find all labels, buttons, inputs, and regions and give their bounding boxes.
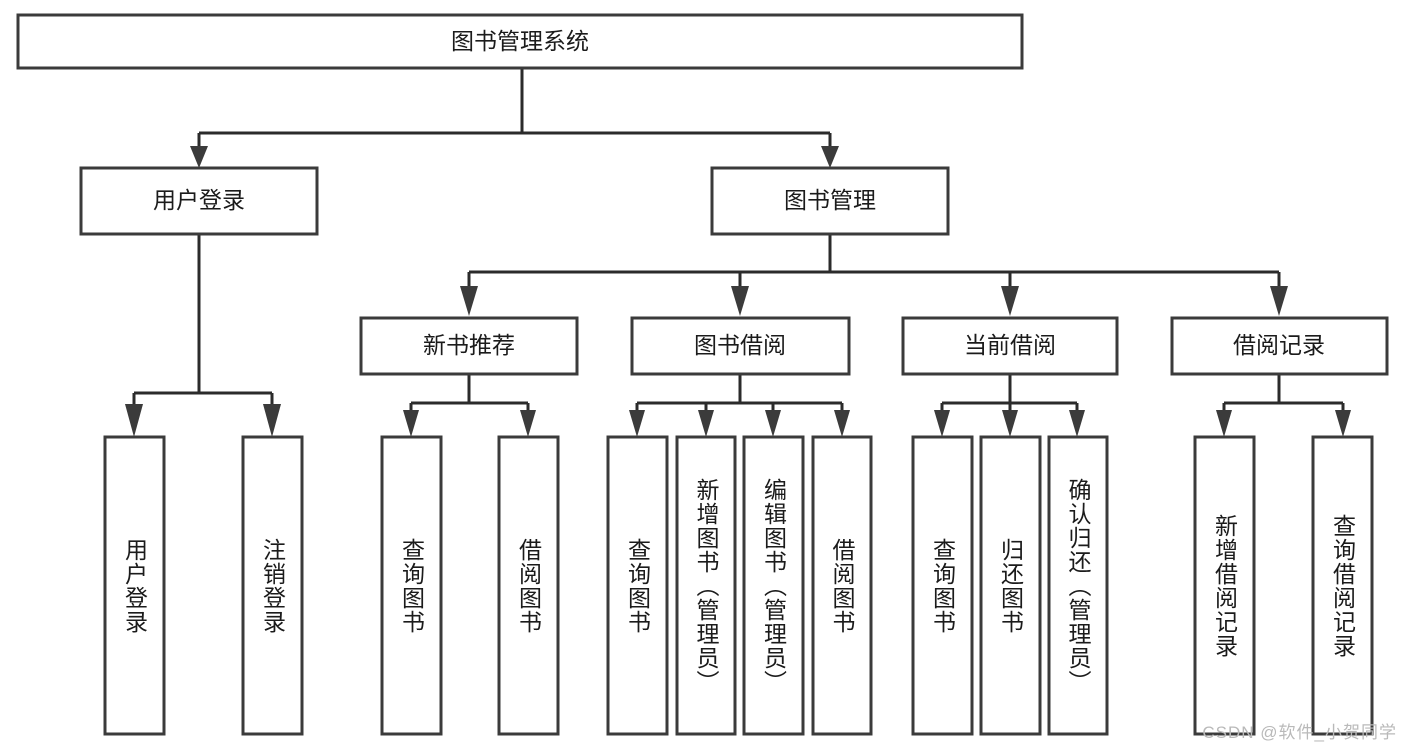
csdn-watermark: CSDN @软件_小贺同学 <box>1202 723 1397 742</box>
leaf-new-book-1-fo: 查询图书 <box>398 537 425 634</box>
arrow-leaf-user-login-2 <box>263 404 281 437</box>
arrow-leaf-new-book-2 <box>520 410 536 437</box>
leaf-user-login-2-label: 注销登录 <box>259 537 286 634</box>
arrow-leaf-borrow-record-1 <box>1216 410 1232 437</box>
leaf-current-borrow-3-label: 确认归还（管理员） <box>1065 477 1091 694</box>
leaf-user-login-2-box[interactable] <box>241 435 304 736</box>
arrow-leaf-current-borrow-1 <box>934 410 950 437</box>
leaf-user-login-1-box[interactable] <box>103 435 166 736</box>
leaf-layer: 用户登录 注销登录 查询图书 借阅图书 查询图书 新增图书（管理员） <box>103 435 1374 736</box>
node-layer: 图书管理系统 用户登录 图书管理 新书推荐 图书借阅 当前借阅 借阅记录 <box>16 13 1389 376</box>
leaf-user-login-2-fo: 注销登录 <box>259 537 286 634</box>
node-new-book-label: 新书推荐 <box>423 332 515 358</box>
arrow-to-current-borrow <box>1001 286 1019 316</box>
leaf-book-borrow-3-fo: 编辑图书（管理员） <box>760 477 787 694</box>
node-current-borrow-box[interactable] <box>901 316 1119 376</box>
node-book-manage-box[interactable] <box>710 166 950 236</box>
node-user-login-label: 用户登录 <box>153 187 245 213</box>
leaf-user-login-1-fo: 用户登录 <box>121 537 148 634</box>
leaf-current-borrow-1-fo: 查询图书 <box>929 537 956 634</box>
arrow-to-book-borrow <box>731 286 749 316</box>
arrow-leaf-book-borrow-1 <box>629 410 645 437</box>
edge-layer <box>125 68 1351 437</box>
arrow-leaf-new-book-1 <box>403 410 419 437</box>
leaf-book-borrow-4-label: 借阅图书 <box>829 537 855 634</box>
arrow-leaf-book-borrow-3 <box>765 410 781 437</box>
node-root-label: 图书管理系统 <box>451 28 589 54</box>
leaf-current-borrow-2-fo: 归还图书 <box>997 537 1024 634</box>
node-book-manage-label: 图书管理 <box>784 187 876 213</box>
arrow-to-book-manage <box>821 146 839 168</box>
leaf-book-borrow-1-label: 查询图书 <box>624 537 651 634</box>
leaf-borrow-record-2-box[interactable] <box>1311 435 1374 736</box>
node-borrow-record-label: 借阅记录 <box>1233 332 1325 358</box>
leaf-new-book-1-label: 查询图书 <box>398 537 425 634</box>
arrow-leaf-borrow-record-2 <box>1335 410 1351 437</box>
node-borrow-record-box[interactable] <box>1170 316 1389 376</box>
arrow-leaf-book-borrow-2 <box>698 410 714 437</box>
arrow-to-new-book <box>460 286 478 316</box>
leaf-current-borrow-3-box[interactable] <box>1047 435 1109 736</box>
leaf-new-book-2-fo: 借阅图书 <box>515 537 542 634</box>
leaf-book-borrow-1-fo: 查询图书 <box>624 537 651 634</box>
leaf-user-login-1-label: 用户登录 <box>121 537 148 634</box>
arrow-leaf-user-login-1 <box>125 404 143 437</box>
leaf-borrow-record-2-label: 查询借阅记录 <box>1329 513 1356 658</box>
leaf-book-borrow-1-box[interactable] <box>606 435 669 736</box>
leaf-book-borrow-2-label: 新增图书（管理员） <box>693 477 719 694</box>
arrow-leaf-current-borrow-2 <box>1002 410 1018 437</box>
leaf-book-borrow-3-box[interactable] <box>742 435 805 736</box>
leaf-current-borrow-1-label: 查询图书 <box>929 537 956 634</box>
arrow-to-borrow-record <box>1270 286 1288 316</box>
node-book-borrow-box[interactable] <box>630 316 851 376</box>
arrow-to-user-login <box>190 146 208 168</box>
leaf-borrow-record-2-fo: 查询借阅记录 <box>1329 513 1356 658</box>
leaf-current-borrow-1-box[interactable] <box>911 435 974 736</box>
leaf-current-borrow-2-box[interactable] <box>979 435 1042 736</box>
leaf-book-borrow-2-fo: 新增图书（管理员） <box>693 477 719 694</box>
leaf-borrow-record-1-label: 新增借阅记录 <box>1211 513 1238 658</box>
arrow-leaf-book-borrow-4 <box>834 410 850 437</box>
leaf-new-book-1-box[interactable] <box>380 435 443 736</box>
leaf-current-borrow-2-label: 归还图书 <box>997 537 1024 634</box>
leaf-current-borrow-3-fo: 确认归还（管理员） <box>1065 477 1091 694</box>
leaf-book-borrow-4-box[interactable] <box>811 435 873 736</box>
leaf-new-book-2-label: 借阅图书 <box>515 537 542 634</box>
arrow-leaf-current-borrow-3 <box>1069 410 1085 437</box>
leaf-borrow-record-1-fo: 新增借阅记录 <box>1211 513 1238 658</box>
leaf-book-borrow-3-label: 编辑图书（管理员） <box>760 477 787 694</box>
node-new-book-box[interactable] <box>359 316 579 376</box>
node-current-borrow-label: 当前借阅 <box>964 332 1056 358</box>
node-book-borrow-label: 图书借阅 <box>694 332 786 358</box>
leaf-book-borrow-4-fo: 借阅图书 <box>829 537 855 634</box>
leaf-book-borrow-2-box[interactable] <box>675 435 737 736</box>
node-root-box[interactable] <box>16 13 1024 70</box>
leaf-borrow-record-1-box[interactable] <box>1193 435 1256 736</box>
leaf-new-book-2-box[interactable] <box>497 435 560 736</box>
node-user-login-box[interactable] <box>79 166 319 236</box>
